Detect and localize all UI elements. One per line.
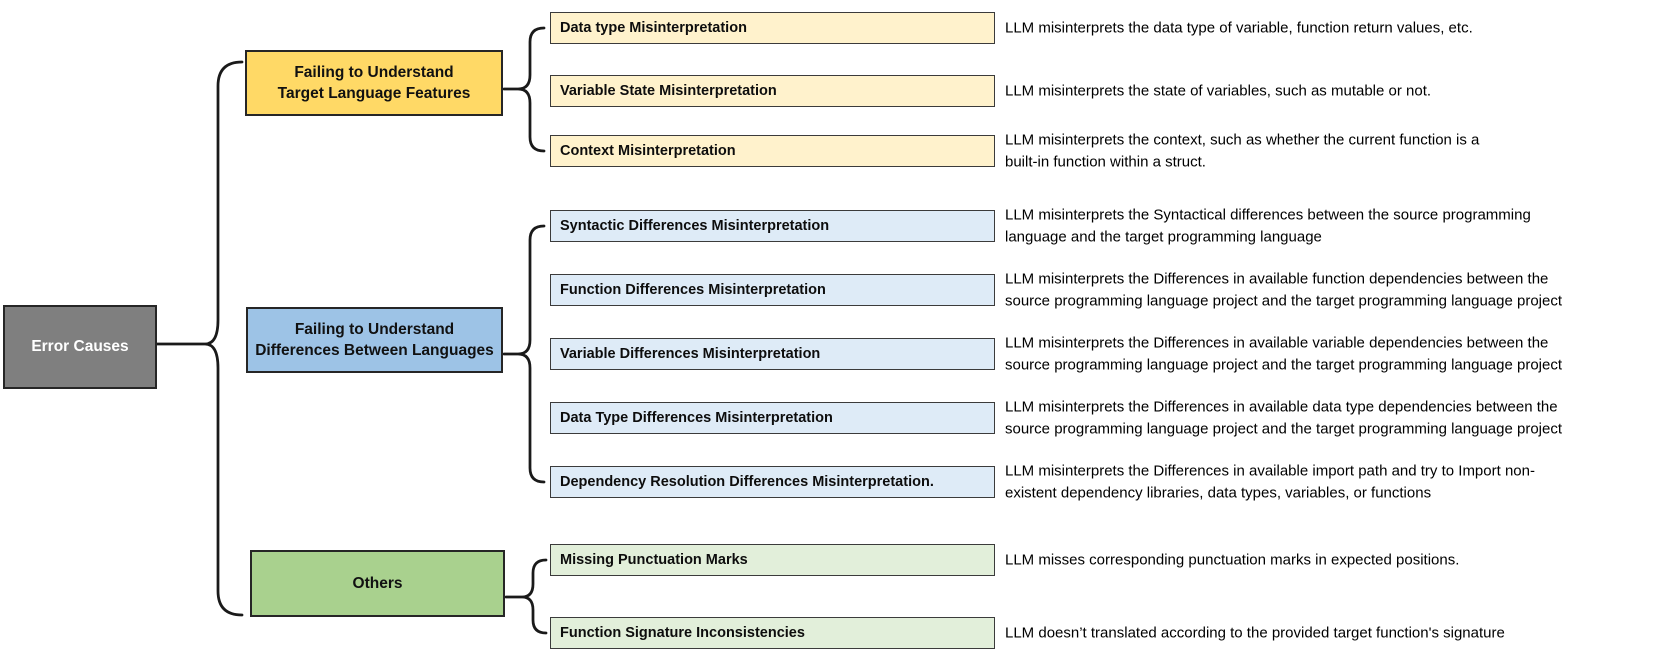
leaf-label: Data Type Differences Misinterpretation — [560, 410, 833, 426]
leaf-description: LLM misinterprets the Syntactical differ… — [1005, 206, 1531, 246]
leaf-description: LLM misinterprets the context, such as w… — [1005, 131, 1480, 171]
leaf-label: Dependency Resolution Differences Misint… — [560, 474, 934, 490]
leaf-description: LLM misinterprets the Differences in ava… — [1005, 462, 1535, 502]
leaf-description: LLM misinterprets the state of variables… — [1005, 82, 1432, 100]
leaf-node: Variable Differences Misinterpretation — [550, 338, 995, 370]
leaf-description: LLM misinterprets the Differences in ava… — [1005, 398, 1562, 438]
root-node-error-causes: Error Causes — [3, 305, 157, 389]
leaf-label: Variable State Misinterpretation — [560, 83, 777, 99]
category-node-0: Failing to Understand Target Language Fe… — [245, 50, 503, 116]
category-node-2: Others — [250, 550, 505, 617]
leaf-description: LLM misses corresponding punctuation mar… — [1005, 551, 1460, 569]
leaf-label: Function Differences Misinterpretation — [560, 282, 826, 298]
leaf-label: Context Misinterpretation — [560, 143, 736, 159]
leaf-description: LLM misinterprets the Differences in ava… — [1005, 270, 1562, 310]
brace-group-2 — [504, 558, 548, 635]
leaf-label: Missing Punctuation Marks — [560, 552, 748, 568]
brace-group-0 — [502, 26, 546, 153]
leaf-description: LLM misinterprets the data type of varia… — [1005, 19, 1473, 37]
leaf-label: Function Signature Inconsistencies — [560, 625, 805, 641]
leaf-description: LLM doesn’t translated according to the … — [1005, 624, 1505, 642]
leaf-node: Missing Punctuation Marks — [550, 544, 995, 576]
leaf-label: Variable Differences Misinterpretation — [560, 346, 821, 362]
leaf-node: Variable State Misinterpretation — [550, 75, 995, 107]
brace-root — [155, 60, 244, 617]
leaf-node: Data type Misinterpretation — [550, 12, 995, 44]
leaf-node: Function Differences Misinterpretation — [550, 274, 995, 306]
leaf-label: Syntactic Differences Misinterpretation — [560, 218, 830, 234]
leaf-node: Context Misinterpretation — [550, 135, 995, 167]
leaf-label: Data type Misinterpretation — [560, 20, 747, 36]
leaf-node: Syntactic Differences Misinterpretation — [550, 210, 995, 242]
leaf-description: LLM misinterprets the Differences in ava… — [1005, 334, 1562, 374]
leaf-node: Dependency Resolution Differences Misint… — [550, 466, 995, 498]
category-node-1: Failing to Understand Differences Betwee… — [246, 307, 503, 373]
brace-group-1 — [502, 224, 546, 484]
leaf-node: Data Type Differences Misinterpretation — [550, 402, 995, 434]
leaf-node: Function Signature Inconsistencies — [550, 617, 995, 649]
